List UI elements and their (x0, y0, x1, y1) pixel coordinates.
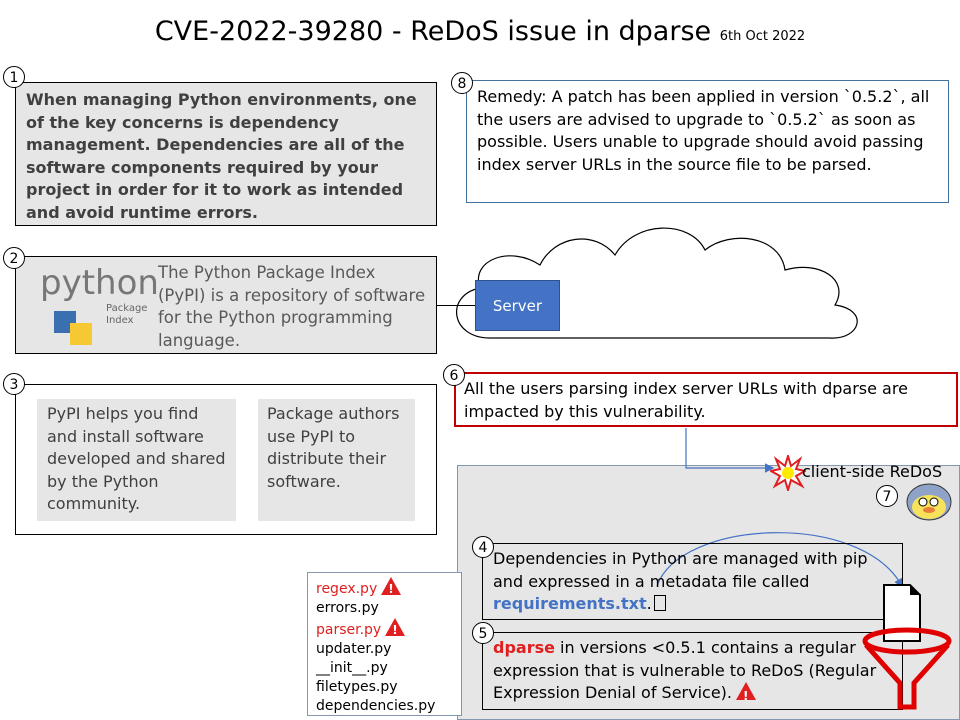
step-number-5: 5 (472, 622, 494, 644)
document-funnel-icon (862, 584, 952, 710)
step-number-1: 1 (3, 66, 25, 88)
title-date: 6th Oct 2022 (719, 29, 806, 44)
box-remedy: Remedy: A patch has been applied in vers… (466, 80, 949, 203)
bird-mascot-icon (906, 483, 952, 521)
box2-text: The Python Package Index (PyPI) is a rep… (158, 263, 426, 350)
warning-icon (381, 577, 402, 599)
client-side-redos-label: client-side ReDoS (802, 462, 943, 481)
page-title: CVE-2022-39280 - ReDoS issue in dparse 6… (0, 16, 960, 47)
box4-period: . (646, 594, 652, 613)
box8-text: Remedy: A patch has been applied in vers… (477, 87, 930, 174)
box-requirements: Dependencies in Python are managed with … (482, 543, 903, 620)
box6-text: All the users parsing index server URLs … (464, 379, 908, 421)
box-impact: All the users parsing index server URLs … (454, 372, 958, 427)
step-number-2: 2 (3, 247, 25, 269)
box5-text: in versions <0.5.1 contains a regular ex… (493, 638, 877, 702)
explosion-icon (770, 455, 806, 491)
connector-line (437, 305, 475, 306)
box-dparse-vuln: dparse in versions <0.5.1 contains a reg… (482, 632, 903, 710)
box-pypi: python Package Index The Python Package … (15, 256, 437, 354)
file-item: regex.py (316, 577, 453, 599)
dparse-keyword: dparse (493, 638, 555, 657)
box3-left-text: PyPI helps you find and install software… (37, 399, 236, 521)
source-files-list: regex.py errors.py parser.py updater.py … (307, 572, 462, 716)
file-icon (653, 595, 666, 611)
file-item: dependencies.py (316, 698, 436, 714)
warning-icon (385, 618, 406, 640)
client-area (457, 465, 960, 720)
file-item: __init__.py (316, 660, 388, 676)
step-number-7: 7 (876, 485, 898, 507)
step-number-6: 6 (443, 364, 465, 386)
pypi-logo-subtitle: Package Index (106, 303, 148, 326)
file-item: parser.py (316, 618, 453, 640)
box1-text: When managing Python environments, one o… (26, 90, 417, 222)
step-number-4: 4 (472, 536, 494, 558)
box-pypi-usage: PyPI helps you find and install software… (15, 384, 437, 535)
requirements-file-link[interactable]: requirements.txt (493, 594, 647, 613)
file-item: updater.py (316, 641, 392, 657)
box4-text: Dependencies in Python are managed with … (493, 548, 892, 616)
file-item: errors.py (316, 600, 379, 616)
step-number-8: 8 (451, 72, 473, 94)
title-text: CVE-2022-39280 - ReDoS issue in dparse (154, 16, 712, 47)
pypi-logo: python Package Index (36, 263, 159, 348)
file-item: filetypes.py (316, 679, 398, 695)
box4-body: Dependencies in Python are managed with … (493, 549, 868, 591)
server-box: Server (475, 280, 560, 331)
pypi-logo-text: python (40, 263, 159, 303)
step-number-3: 3 (3, 373, 25, 395)
warning-icon (736, 682, 756, 708)
box-dependency-management: When managing Python environments, one o… (15, 82, 437, 226)
box3-right-text: Package authors use PyPI to distribute t… (258, 399, 415, 521)
